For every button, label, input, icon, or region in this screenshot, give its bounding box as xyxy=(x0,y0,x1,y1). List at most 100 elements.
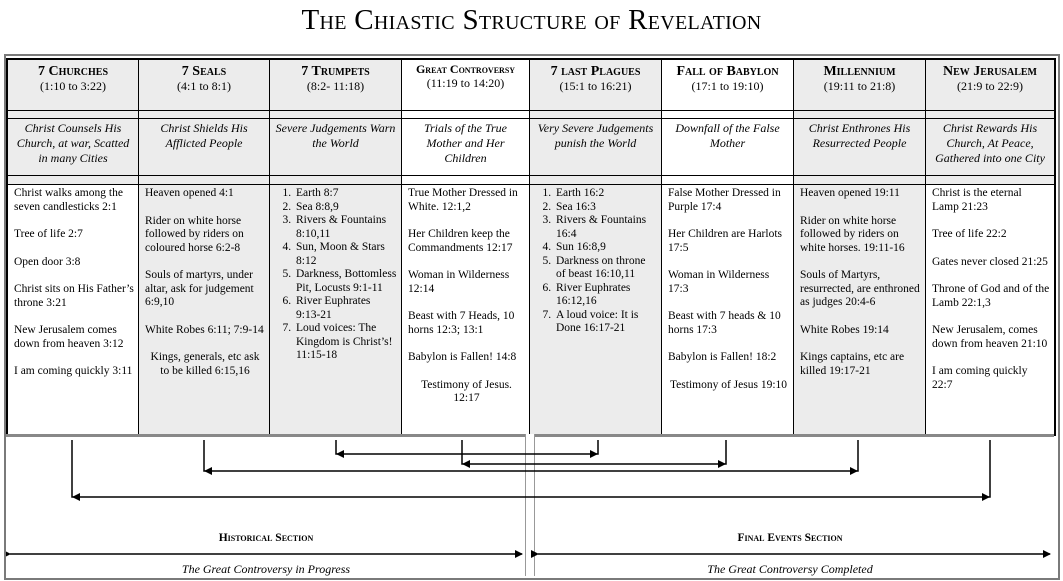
column-ref: (4:1 to 8:1) xyxy=(177,79,231,93)
list-item: Kings captains, etc are killed 19:17-21 xyxy=(800,351,905,377)
list-item: White Robes 6:11; 7:9-14 xyxy=(145,323,264,336)
column-theme: Downfall of the False Mother xyxy=(662,118,793,176)
list-item: Kings, generals, etc ask to be killed 6:… xyxy=(150,351,260,377)
list-item: River Euphrates 9:13-21 xyxy=(294,295,397,322)
final-section-subtitle: The Great Controversy Completed xyxy=(707,562,873,576)
list-item: Heaven opened 4:1 xyxy=(145,187,234,199)
column-body: Earth 8:7 Sea 8:8,9 Rivers & Fountains 8… xyxy=(270,184,401,434)
list-item: Sea 16:3 xyxy=(554,201,657,215)
list-item: Open door 3:8 xyxy=(14,255,81,268)
column-ref: (17:1 to 19:10) xyxy=(691,79,764,93)
list-item: Christ is the eternal Lamp 21:23 xyxy=(932,187,1022,213)
column-theme: Christ Enthrones His Resurrected People xyxy=(794,118,925,176)
column-ref: (11:19 to 14:20) xyxy=(426,76,505,90)
column-name: Great Controversy xyxy=(415,62,516,76)
column-header: Fall of Babylon (17:1 to 19:10) xyxy=(662,60,793,111)
list-item: Woman in Wilderness 17:3 xyxy=(668,269,770,295)
column-millennium: Millennium (19:11 to 21:8) Christ Enthro… xyxy=(794,60,926,434)
list-item: New Jerusalem, comes down from heaven 21… xyxy=(932,324,1048,350)
column-fall-of-babylon: Fall of Babylon (17:1 to 19:10) Downfall… xyxy=(662,60,794,434)
column-body: Heaven opened 4:1 Rider on white horse f… xyxy=(139,184,269,434)
list-item: Beast with 7 Heads, 10 horns 12:3; 13:1 xyxy=(408,310,515,336)
page-title: The Chiastic Structure of Revelation xyxy=(301,4,762,36)
column-ref: (15:1 to 16:21) xyxy=(559,79,632,93)
structure-table: 7 Churches (1:10 to 3:22) Christ Counsel… xyxy=(6,58,1056,436)
list-item: Earth 8:7 xyxy=(294,187,397,201)
column-header: 7 last Plagues (15:1 to 16:21) xyxy=(530,60,661,111)
list-item: Her Children are Harlots 17:5 xyxy=(668,228,783,254)
column-7-trumpets: 7 Trumpets (8:2- 11:18) Severe Judgement… xyxy=(270,60,402,434)
column-7-seals: 7 Seals (4:1 to 8:1) Christ Shields His … xyxy=(139,60,270,434)
list-item: Christ sits on His Father’s throne 3:21 xyxy=(14,283,134,309)
list-item: Christ walks among the seven candlestick… xyxy=(14,187,123,213)
column-ref: (19:11 to 21:8) xyxy=(823,79,896,93)
list-item: Souls of martyrs, under altar, ask for j… xyxy=(145,269,254,308)
list-item: Throne of God and of the Lamb 22:1,3 xyxy=(932,283,1050,309)
list-item: River Euphrates 16:12,16 xyxy=(554,282,657,309)
column-7-last-plagues: 7 last Plagues (15:1 to 16:21) Very Seve… xyxy=(530,60,662,434)
list-item: Her Children keep the Commandments 12:17 xyxy=(408,228,513,254)
list-item: Woman in Wilderness 12:14 xyxy=(408,269,510,295)
list-item: Sun, Moon & Stars 8:12 xyxy=(294,241,397,268)
column-theme: Christ Counsels His Church, at war, Scat… xyxy=(8,118,138,176)
column-body: False Mother Dressed in Purple 17:4 Her … xyxy=(662,184,793,434)
list-item: Rivers & Fountains 16:4 xyxy=(554,214,657,241)
column-7-churches: 7 Churches (1:10 to 3:22) Christ Counsel… xyxy=(8,60,139,434)
column-name: 7 Trumpets xyxy=(301,64,370,79)
column-name: Millennium xyxy=(823,64,896,79)
list-item: Rider on white horse followed by riders … xyxy=(800,214,905,254)
column-great-controversy: Great Controversy (11:19 to 14:20) Trial… xyxy=(402,60,530,434)
column-theme: Very Severe Judgements punish the World xyxy=(530,118,661,176)
column-name: 7 last Plagues xyxy=(550,64,641,79)
historical-section-subtitle: The Great Controversy in Progress xyxy=(181,562,351,576)
pair-arrow-controversy-babylon xyxy=(461,440,727,465)
list-item: Darkness, Bottomless Pit, Locusts 9:1-11 xyxy=(294,268,397,295)
list-item: Rider on white horse followed by riders … xyxy=(145,214,244,254)
column-body: Christ walks among the seven candlestick… xyxy=(8,184,138,434)
column-header: Great Controversy (11:19 to 14:20) xyxy=(402,60,529,111)
column-name: New Jerusalem xyxy=(943,64,1037,79)
list-item: Souls of Martyrs, resurrected, are enthr… xyxy=(800,269,920,308)
column-theme: Trials of the True Mother and Her Childr… xyxy=(402,118,529,176)
column-name: Fall of Babylon xyxy=(676,64,779,79)
column-header: 7 Trumpets (8:2- 11:18) xyxy=(270,60,401,111)
list-item: A loud voice: It is Done 16:17-21 xyxy=(554,309,657,336)
list-item: Tree of life 2:7 xyxy=(14,228,83,240)
list-item: Loud voices: The Kingdom is Christ’s! 11… xyxy=(294,322,397,363)
column-theme: Christ Rewards His Church, At Peace, Gat… xyxy=(926,118,1054,176)
list-item: Earth 16:2 xyxy=(554,187,657,201)
column-ref: (8:2- 11:18) xyxy=(306,79,365,93)
column-ref: (1:10 to 3:22) xyxy=(40,79,106,93)
list-item: Babylon is Fallen! 14:8 xyxy=(408,351,517,363)
historical-section-label: Historical Section xyxy=(218,532,314,544)
list-item: Beast with 7 heads & 10 horns 17:3 xyxy=(668,310,781,336)
list-item: I am coming quickly 22:7 xyxy=(932,365,1028,391)
column-body: Earth 16:2 Sea 16:3 Rivers & Fountains 1… xyxy=(530,184,661,434)
list-item: True Mother Dressed in White. 12:1,2 xyxy=(408,187,518,213)
column-body: True Mother Dressed in White. 12:1,2 Her… xyxy=(402,184,529,434)
list-item: New Jerusalem comes down from heaven 3:1… xyxy=(14,324,124,350)
column-name: 7 Seals xyxy=(181,64,227,79)
list-item: Darkness on throne of beast 16:10,11 xyxy=(554,255,657,282)
list-item: Babylon is Fallen! 18:2 xyxy=(668,351,777,363)
column-theme: Severe Judgements Warn the World xyxy=(270,118,401,176)
pair-arrow-trumpets-plagues xyxy=(335,440,599,455)
list-item: False Mother Dressed in Purple 17:4 xyxy=(668,187,781,213)
section-divider xyxy=(525,434,535,576)
column-header: 7 Churches (1:10 to 3:22) xyxy=(8,60,138,111)
column-body: Heaven opened 19:11 Rider on white horse… xyxy=(794,184,925,434)
list-item: Sea 8:8,9 xyxy=(294,201,397,215)
list-item: White Robes 19:14 xyxy=(800,323,889,336)
final-section-label: Final Events Section xyxy=(737,532,843,544)
column-name: 7 Churches xyxy=(37,64,109,79)
column-new-jerusalem: New Jerusalem (21:9 to 22:9) Christ Rewa… xyxy=(926,60,1054,434)
column-ref: (21:9 to 22:9) xyxy=(957,79,1023,93)
list-item: Gates never closed 21:25 xyxy=(932,255,1048,268)
list-item: I am coming quickly 3:11 xyxy=(14,365,133,377)
column-theme: Christ Shields His Afflicted People xyxy=(139,118,269,176)
column-body: Christ is the eternal Lamp 21:23 Tree of… xyxy=(926,184,1054,434)
chiasm-arrows xyxy=(6,440,1051,558)
column-header: New Jerusalem (21:9 to 22:9) xyxy=(926,60,1054,111)
list-item: Testimony of Jesus. 12:17 xyxy=(421,378,512,405)
list-item: Sun 16:8,9 xyxy=(554,241,657,255)
